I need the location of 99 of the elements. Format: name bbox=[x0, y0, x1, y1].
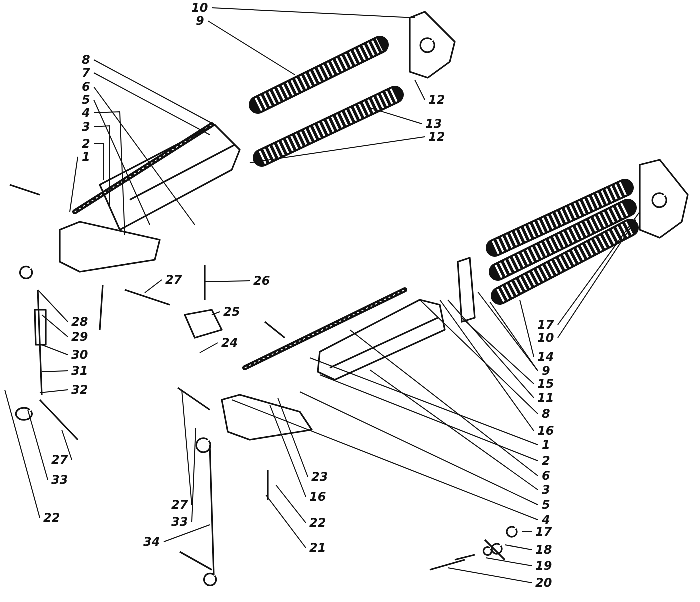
leader-line bbox=[448, 568, 532, 584]
callout-number: 16 bbox=[538, 425, 554, 438]
leader-line bbox=[192, 428, 196, 522]
callout-number: 13 bbox=[426, 118, 442, 131]
leader-line bbox=[370, 370, 538, 490]
leader-line bbox=[440, 300, 534, 432]
leader-line bbox=[250, 136, 426, 164]
leader-line bbox=[28, 410, 48, 480]
leader-line bbox=[212, 312, 220, 316]
leader-line bbox=[270, 404, 306, 498]
callout-number: 9 bbox=[542, 365, 550, 378]
leader-line bbox=[42, 314, 68, 338]
leader-line bbox=[320, 374, 538, 462]
leader-line bbox=[94, 144, 104, 180]
leader-line bbox=[266, 494, 306, 548]
callout-number: 3 bbox=[542, 484, 550, 497]
leader-line bbox=[232, 400, 538, 520]
callout-number: 25 bbox=[224, 306, 240, 319]
callout-number: 15 bbox=[538, 378, 554, 391]
callout-number: 32 bbox=[72, 384, 88, 397]
callout-number: 33 bbox=[172, 516, 188, 529]
callout-number: 21 bbox=[310, 542, 326, 555]
leader-line bbox=[94, 111, 126, 236]
callout-number: 18 bbox=[536, 544, 552, 557]
callout-number: 30 bbox=[72, 349, 88, 362]
leader-line bbox=[94, 60, 216, 126]
callout-number: 28 bbox=[72, 316, 88, 329]
leader-line bbox=[4, 390, 40, 518]
leader-line bbox=[558, 212, 640, 326]
leader-line bbox=[448, 300, 534, 398]
callout-number: 5 bbox=[542, 499, 550, 512]
callout-number: 24 bbox=[222, 337, 238, 350]
callout-number: 27 bbox=[166, 274, 182, 287]
leader-line bbox=[300, 392, 538, 506]
leader-line bbox=[38, 290, 68, 322]
leader-line bbox=[94, 100, 150, 226]
callout-number: 1 bbox=[82, 151, 90, 164]
callout-number: 26 bbox=[254, 275, 270, 288]
callout-number: 34 bbox=[144, 536, 160, 549]
callout-number: 4 bbox=[542, 514, 550, 527]
leader-line bbox=[486, 558, 532, 566]
leader-line bbox=[212, 8, 416, 18]
callout-number: 22 bbox=[44, 512, 60, 525]
leader-line bbox=[62, 430, 72, 460]
callout-number: 29 bbox=[72, 331, 88, 344]
callout-number: 14 bbox=[538, 351, 554, 364]
callout-number: 20 bbox=[536, 577, 552, 590]
leader-line bbox=[414, 80, 426, 100]
callout-number: 6 bbox=[542, 470, 550, 483]
leader-line bbox=[310, 358, 538, 446]
leader-line bbox=[144, 280, 162, 294]
callout-number: 27 bbox=[172, 499, 188, 512]
callout-number: 6 bbox=[82, 81, 90, 94]
leader-line bbox=[420, 300, 538, 414]
callout-number: 5 bbox=[82, 94, 90, 107]
callout-number: 19 bbox=[536, 560, 552, 573]
callout-number: 2 bbox=[82, 138, 90, 151]
leader-line bbox=[42, 370, 68, 372]
callout-number: 8 bbox=[542, 408, 550, 421]
leader-line bbox=[182, 390, 192, 506]
leader-line bbox=[70, 156, 78, 212]
callout-number: 27 bbox=[52, 454, 68, 467]
leader-line bbox=[200, 342, 218, 354]
callout-number: 22 bbox=[310, 517, 326, 530]
leader-line bbox=[462, 318, 534, 384]
leader-line bbox=[350, 330, 538, 476]
leader-line bbox=[504, 544, 532, 550]
leader-line bbox=[94, 86, 196, 226]
leader-line bbox=[208, 20, 296, 76]
callout-number: 33 bbox=[52, 474, 68, 487]
callout-number: 16 bbox=[310, 491, 326, 504]
callout-number: 23 bbox=[312, 471, 328, 484]
callout-number: 1 bbox=[542, 439, 550, 452]
callout-number: 10 bbox=[192, 2, 208, 15]
callout-number: 3 bbox=[82, 121, 90, 134]
leader-line bbox=[558, 220, 636, 338]
leader-line bbox=[478, 292, 538, 372]
leader-line bbox=[276, 484, 306, 524]
callout-number: 11 bbox=[538, 392, 554, 405]
callout-number: 12 bbox=[428, 131, 446, 144]
leader-line bbox=[278, 398, 308, 478]
callout-number: 4 bbox=[82, 107, 90, 120]
callout-number: 12 bbox=[428, 94, 446, 107]
callout-number: 2 bbox=[542, 455, 550, 468]
leader-line bbox=[204, 280, 250, 282]
callout-number: 7 bbox=[82, 67, 90, 80]
callout-number: 10 bbox=[538, 332, 554, 345]
callout-number: 8 bbox=[82, 54, 90, 67]
leader-line bbox=[94, 125, 110, 206]
callout-number: 17 bbox=[538, 319, 554, 332]
leader-line bbox=[40, 390, 68, 394]
leader-line bbox=[164, 524, 210, 542]
callout-number: 17 bbox=[536, 526, 552, 539]
leader-line bbox=[42, 344, 68, 356]
callout-number: 9 bbox=[196, 15, 204, 28]
leader-line bbox=[520, 300, 534, 358]
leader-line bbox=[370, 108, 422, 124]
callout-number: 31 bbox=[72, 365, 88, 378]
leader-line bbox=[94, 72, 210, 136]
